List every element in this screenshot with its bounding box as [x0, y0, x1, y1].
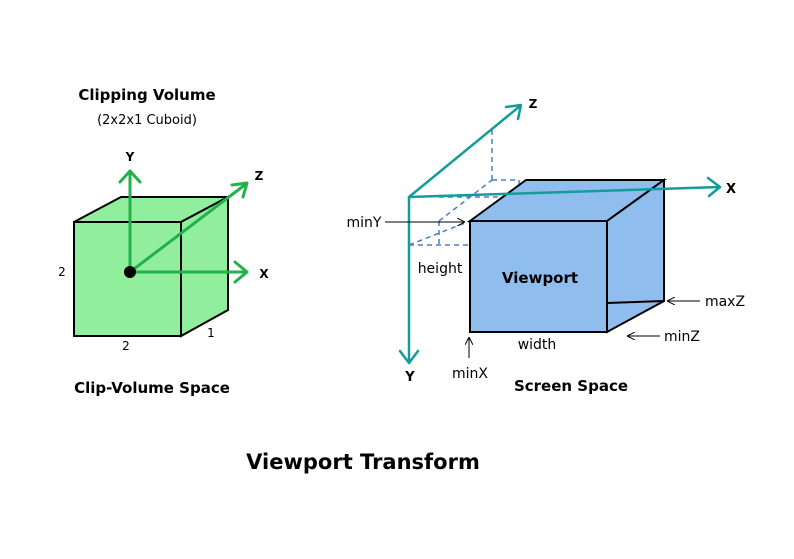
- width-label: width: [518, 337, 557, 353]
- minZ-label: minZ: [664, 329, 700, 345]
- main-title: Viewport Transform: [246, 450, 480, 474]
- clip-z-label: Z: [255, 169, 264, 183]
- minX-label: minX: [452, 366, 488, 382]
- viewport-cube: [466, 178, 668, 334]
- clip-front-face: [73, 221, 182, 337]
- screen-x-axis: [407, 185, 722, 199]
- height-label: height: [418, 261, 463, 277]
- pointer-arrows: [385, 222, 700, 358]
- screen-x-arrowhead: [706, 176, 722, 198]
- screen-y-label: Y: [404, 370, 415, 385]
- screen-z-axis: [407, 104, 522, 199]
- clip-x-label: X: [259, 267, 269, 281]
- screen-z-label: Z: [529, 97, 538, 111]
- screen-caption: Screen Space: [514, 377, 628, 395]
- clip-dim-left: 2: [58, 265, 66, 279]
- viewport-label: Viewport: [502, 269, 578, 287]
- screen-z-arrowhead: [504, 103, 523, 121]
- viewport-front-face: [469, 220, 608, 333]
- screen-x-label: X: [726, 182, 736, 197]
- clip-title: Clipping Volume: [78, 86, 215, 104]
- clip-z-arrowhead: [230, 181, 249, 199]
- clip-origin-point: [124, 266, 136, 278]
- clip-volume-cube: [73, 195, 229, 338]
- clip-z-axis: [128, 182, 248, 274]
- minY-label: minY: [347, 215, 382, 231]
- clip-dim-depth: 1: [207, 326, 215, 340]
- clip-right-face: [180, 195, 229, 338]
- screen-axes: [398, 103, 722, 365]
- viewport-back-edge: [606, 300, 665, 304]
- projection-dash: [438, 179, 493, 222]
- clip-axes: [118, 169, 249, 284]
- maxZ-label: maxZ: [705, 294, 745, 310]
- clip-y-arrowhead: [118, 169, 142, 184]
- screen-y-arrowhead: [398, 349, 420, 365]
- clip-dim-bottom: 2: [122, 339, 130, 353]
- clip-caption: Clip-Volume Space: [74, 379, 230, 397]
- clip-x-arrowhead: [233, 260, 249, 284]
- clip-subtitle: (2x2x1 Cuboid): [97, 113, 197, 128]
- clip-y-label: Y: [125, 150, 135, 164]
